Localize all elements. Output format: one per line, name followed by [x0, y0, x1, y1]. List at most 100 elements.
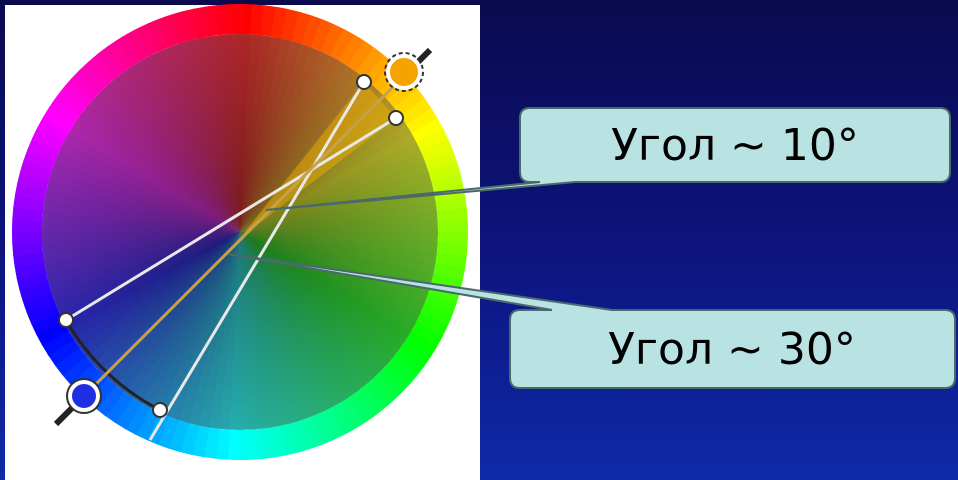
hue-ring-segment: [42, 105, 76, 133]
hue-ring-segment: [289, 420, 311, 453]
hue-ring-segment: [400, 97, 433, 126]
hue-ring-segment: [216, 4, 232, 36]
hue-ring-segment: [134, 407, 160, 441]
hue-ring-segment: [393, 88, 426, 118]
hue-ring-segment: [225, 429, 240, 460]
hue-ring-segment: [136, 22, 162, 56]
line-upper-right: [65, 116, 397, 322]
hue-ring-segment: [26, 301, 60, 325]
hue-ring-segment: [346, 392, 375, 425]
hue-ring-segment: [35, 320, 69, 346]
hue-ring-segment: [437, 220, 468, 235]
hue-ring-segment: [12, 229, 43, 244]
hue-ring-segment: [48, 96, 82, 125]
hue-ring-segment: [31, 126, 65, 152]
hue-ring-segment: [169, 11, 191, 44]
hue-ring-segment: [385, 356, 418, 387]
callout-30: Угол ~ 30°: [227, 253, 956, 389]
hue-ring-segment: [420, 139, 454, 163]
hue-ring-segment: [55, 86, 88, 116]
hue-ring-segment: [96, 46, 126, 79]
hue-ring-segment: [70, 69, 102, 100]
callout-10: Угол ~ 10°: [265, 107, 951, 211]
line-upper-left: [148, 81, 366, 441]
hue-ring-segment: [320, 23, 346, 57]
hue-ring-segment: [16, 170, 50, 191]
hue-ring-segment: [339, 34, 367, 68]
hue-ring-segment: [424, 293, 457, 316]
hue-ring-segment: [14, 182, 47, 202]
hue-ring-segment: [41, 329, 74, 357]
hue-ring-segment: [378, 364, 410, 395]
hue-ring-segment: [424, 150, 458, 173]
small-handle[interactable]: [388, 110, 404, 126]
hue-ring-segment: [392, 348, 425, 378]
hue-ring-segment: [329, 28, 357, 62]
hue-ring-segment: [370, 372, 402, 404]
hue-ring-segment: [436, 208, 468, 224]
hue-ring-segment: [19, 281, 52, 303]
hue-ring-segment: [328, 403, 354, 437]
callout-10-shape: [265, 107, 951, 211]
hue-ring-segment: [190, 425, 210, 458]
hue-ring-segment: [291, 11, 313, 45]
hue-ring-segment: [237, 429, 252, 460]
hue-ring-segment: [23, 148, 56, 171]
harmony-lines: [53, 47, 433, 441]
small-handle[interactable]: [356, 74, 372, 90]
hue-ring-segment: [301, 15, 324, 48]
hue-ring-segment: [12, 217, 43, 232]
hue-ring-segment: [54, 346, 87, 376]
hue-ring-segment: [167, 419, 189, 453]
hue-ring-segment: [61, 354, 93, 385]
hue-ring-segment: [27, 137, 60, 162]
hue-ring-segment: [356, 47, 386, 80]
hue-ring-segment: [22, 291, 56, 314]
hue-ring-segment: [87, 53, 118, 85]
hue-ring-segment: [123, 402, 151, 436]
hue-ring-segment: [398, 339, 432, 368]
hue-ring-segment: [362, 379, 393, 411]
hue-ring: [12, 4, 468, 460]
hue-ring-segment: [416, 128, 450, 154]
hue-ring-segment: [270, 6, 290, 39]
hue-ring-segment: [406, 107, 439, 135]
hue-ring-segment: [228, 4, 243, 35]
hue-ring-segment: [428, 161, 461, 183]
small-handle[interactable]: [58, 312, 74, 328]
hue-ring-segment: [309, 412, 333, 446]
inner-disk: [42, 34, 438, 430]
hue-ring-segment: [105, 39, 134, 72]
hue-ring-segment: [158, 14, 181, 48]
blue-handle-icon[interactable]: [66, 378, 102, 414]
hue-ring-segment: [437, 232, 468, 247]
callout-10-text: Угол ~ 10°: [611, 120, 859, 171]
hue-ring-segment: [337, 398, 365, 431]
callout-30-shape: [227, 253, 956, 389]
hue-ring-segment: [248, 428, 264, 460]
hue-ring-segment: [178, 422, 199, 456]
hue-ring-segment: [47, 338, 80, 367]
hue-ring-segment: [156, 416, 179, 449]
callout-30-text: Угол ~ 30°: [608, 324, 856, 375]
hue-ring-segment: [310, 19, 335, 52]
hue-ring-segment: [299, 416, 322, 450]
hue-ring-segment: [113, 396, 141, 430]
handles: [58, 52, 424, 418]
hue-ring-segment: [36, 115, 70, 143]
hue-ring-segment: [364, 54, 395, 87]
hue-ring-segment: [104, 390, 133, 424]
hue-ring-segment: [354, 385, 384, 418]
small-handle[interactable]: [152, 402, 168, 418]
hue-ring-segment: [126, 27, 152, 61]
hue-ring-segment: [19, 159, 53, 181]
orange-handle-icon[interactable]: [384, 52, 424, 92]
hue-ring-segment: [115, 33, 143, 66]
hue-ring-segment: [404, 331, 438, 359]
hue-ring-segment: [30, 310, 64, 336]
hue-ring-segment: [415, 312, 449, 338]
hue-ring-segment: [318, 408, 344, 442]
hue-ring-segment: [12, 240, 44, 256]
hue-ring-segment: [240, 4, 255, 35]
